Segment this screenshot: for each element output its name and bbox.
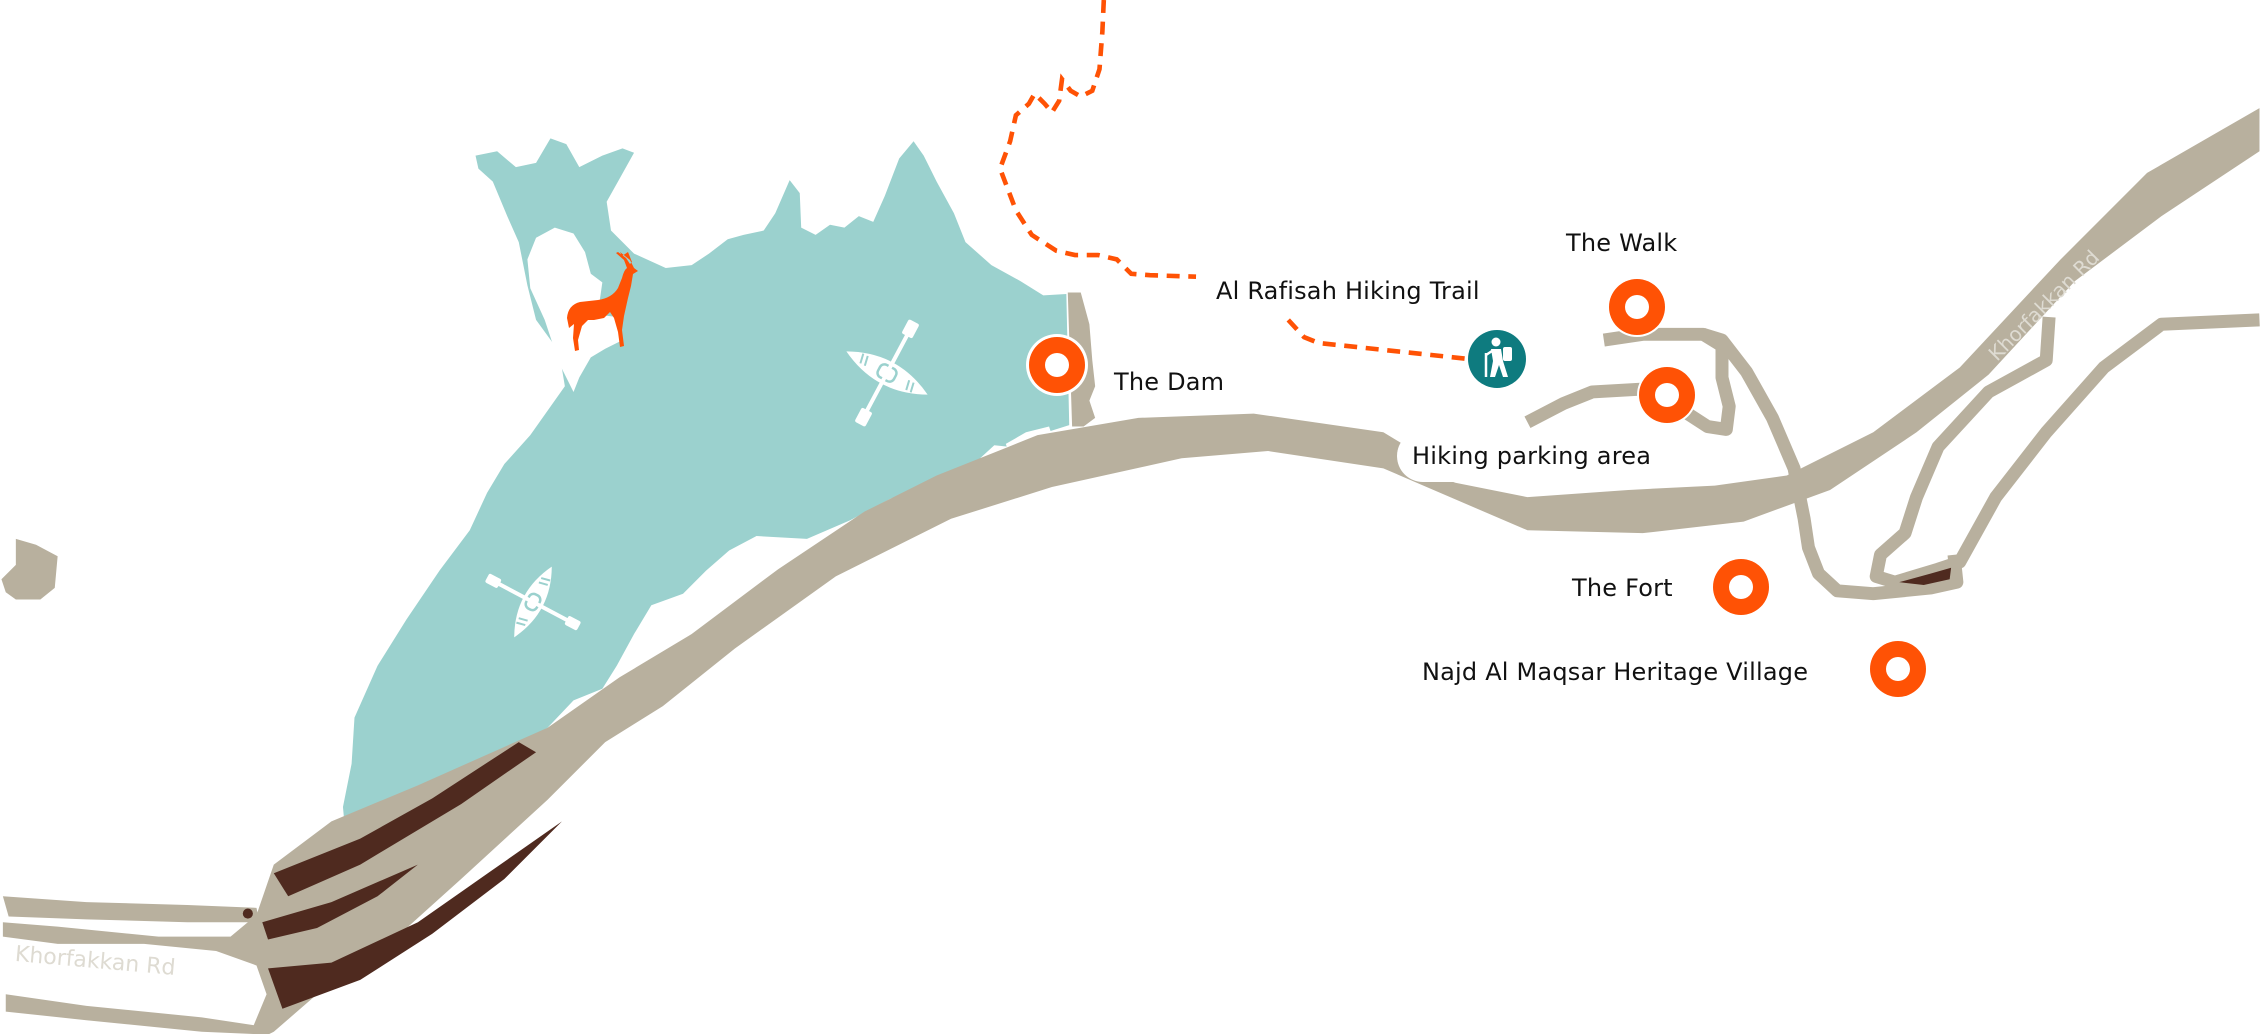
dam-label[interactable]: The Dam: [1114, 368, 1225, 396]
poi-marker-unlabeled[interactable]: [1637, 365, 1697, 425]
interchange-ramp-1: [273, 742, 537, 897]
island-left: [1, 538, 58, 600]
parking-label-background: [1397, 430, 1687, 482]
lake: [342, 138, 1070, 839]
village-label[interactable]: Najd Al Maqsar Heritage Village: [1422, 658, 1809, 686]
kayak-icon: [846, 319, 928, 427]
walk-label[interactable]: The Walk: [1566, 229, 1678, 257]
road-khorfakkan-west-north: [2, 896, 260, 923]
road-walk-loop: [1602, 327, 1736, 436]
road-walk-east: [1701, 328, 1964, 601]
dam-marker[interactable]: [1026, 334, 1088, 396]
fort-label[interactable]: The Fort: [1572, 574, 1673, 602]
interchange-ramp-east: [1899, 567, 1952, 586]
hiking-trail-path: [997, 0, 1197, 279]
interchange-ramp-2: [262, 864, 418, 940]
walk-marker[interactable]: [1607, 277, 1667, 337]
road-fort-loop: [1869, 313, 2260, 589]
gazelle-icon: [567, 252, 638, 351]
road-khorfakkan-main: [2, 108, 2260, 1032]
interchange-ramp-3: [268, 821, 562, 1009]
fort-marker[interactable]: [1713, 559, 1769, 615]
village-marker[interactable]: [1870, 641, 1926, 697]
road-khorfakkan-west-south: [5, 994, 274, 1034]
hiker-icon[interactable]: [1468, 330, 1526, 388]
kayak-icon: [485, 566, 581, 638]
hiking-trail-spur: [1286, 318, 1468, 362]
trail-label[interactable]: Al Rafisah Hiking Trail: [1216, 277, 1480, 305]
parking-label[interactable]: Hiking parking area: [1412, 442, 1652, 470]
interchange-node: [242, 908, 253, 919]
